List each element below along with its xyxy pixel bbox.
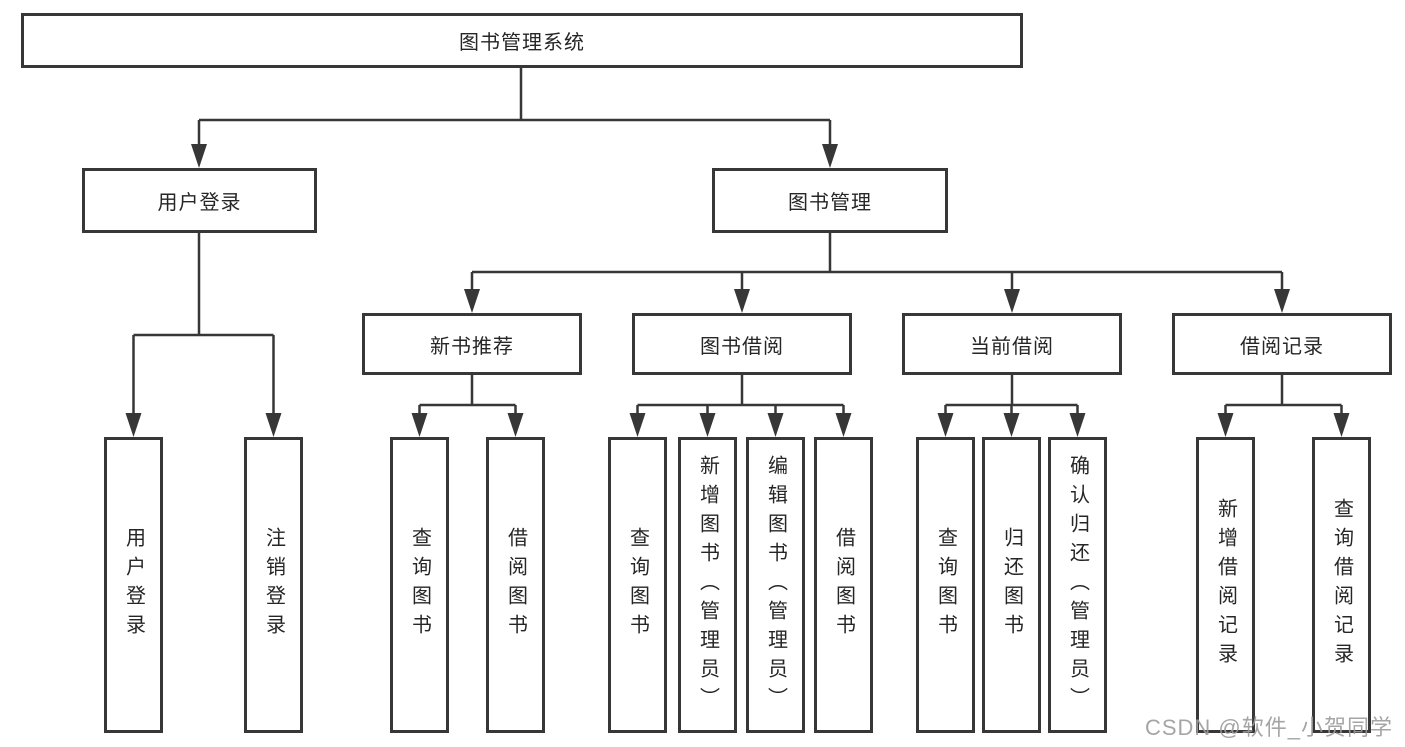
- leaf-label: 新增图书（管理员）: [696, 454, 719, 716]
- node-book-management: 图书管理: [712, 168, 948, 233]
- node-book-borrowing: 图书借阅: [632, 313, 852, 375]
- leaf-label: 归还图书: [1000, 527, 1023, 643]
- leaf-borrowing-borrow-books: 借阅图书: [814, 437, 873, 733]
- leaf-label: 新增借阅记录: [1214, 498, 1237, 672]
- leaf-current-confirm-return-admin: 确认归还（管理员）: [1048, 437, 1107, 733]
- node-user-login: 用户登录: [82, 168, 317, 233]
- leaf-logout: 注销登录: [244, 437, 303, 733]
- leaf-label: 用户登录: [122, 527, 145, 643]
- leaf-label: 查询图书: [626, 527, 649, 643]
- leaf-label: 查询图书: [408, 527, 431, 643]
- node-current-borrowing: 当前借阅: [902, 313, 1122, 375]
- leaf-label: 编辑图书（管理员）: [764, 454, 787, 716]
- leaf-user-login: 用户登录: [104, 437, 163, 733]
- leaf-borrowing-edit-books-admin: 编辑图书（管理员）: [746, 437, 805, 733]
- leaf-label: 查询借阅记录: [1330, 498, 1353, 672]
- leaf-borrowing-query-books: 查询图书: [608, 437, 667, 733]
- node-library-system: 图书管理系统: [21, 13, 1023, 68]
- leaf-records-query-record: 查询借阅记录: [1312, 437, 1371, 733]
- leaf-label: 注销登录: [262, 527, 285, 643]
- leaf-label: 借阅图书: [504, 527, 527, 643]
- leaf-current-query-books: 查询图书: [916, 437, 975, 733]
- csdn-watermark: CSDN @软件_小贺同学: [1144, 715, 1393, 740]
- leaf-borrowing-add-books-admin: 新增图书（管理员）: [678, 437, 737, 733]
- leaf-label: 借阅图书: [832, 527, 855, 643]
- leaf-label: 确认归还（管理员）: [1066, 454, 1089, 716]
- node-borrowing-records: 借阅记录: [1172, 313, 1392, 375]
- leaf-current-return-books: 归还图书: [982, 437, 1041, 733]
- leaf-recommend-borrow-books: 借阅图书: [486, 437, 545, 733]
- node-new-book-recommend: 新书推荐: [362, 313, 582, 375]
- leaf-recommend-query-books: 查询图书: [390, 437, 449, 733]
- leaf-label: 查询图书: [934, 527, 957, 643]
- leaf-records-add-record: 新增借阅记录: [1196, 437, 1255, 733]
